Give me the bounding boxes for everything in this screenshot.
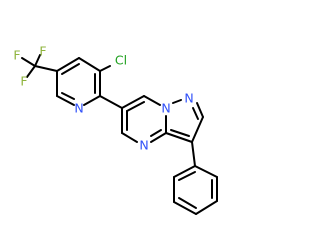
atom-f3: F <box>39 44 46 59</box>
atom-n-pyrazole: N <box>184 91 193 106</box>
bond-c5-c4 <box>56 57 80 72</box>
bond-c3a-n4-inner <box>150 129 162 137</box>
bond-n1-c2-inner <box>192 107 199 120</box>
bond-cf3-ring <box>34 65 58 72</box>
bond-ph-1-2 <box>194 165 218 178</box>
bond-ph-6-1 <box>173 165 196 178</box>
atom-n-bridgehead: N <box>161 101 170 116</box>
bond-c3a-n4 <box>150 132 167 143</box>
bond-n1-c2 <box>196 102 204 118</box>
atom-labels: F F F Cl N N N N <box>13 44 193 153</box>
bond-c-f1 <box>21 57 36 67</box>
bond-c2-c3 <box>191 116 204 143</box>
phenyl-ring <box>173 165 218 215</box>
pyrazole-ring <box>165 99 204 143</box>
bond-c6-c7-inner <box>126 101 145 112</box>
trifluoromethyl-group <box>21 54 58 78</box>
bond-c7-n7a <box>143 95 161 106</box>
bond-ph-3-4 <box>195 200 218 215</box>
bond-c3-c3a <box>165 132 193 143</box>
bond-ph-4-5-inner <box>178 197 197 209</box>
bond-n-c6-inner <box>61 92 75 100</box>
bond-n-c6 <box>56 95 75 106</box>
bond-c-f3 <box>34 54 41 67</box>
bond-n7a-n1 <box>172 99 182 104</box>
bond-c5-c4-inner <box>61 63 80 75</box>
atom-cl: Cl <box>115 53 127 68</box>
bond-ph-6-1-inner <box>178 171 196 181</box>
bond-c2-n <box>83 95 101 106</box>
bond-n4-c5 <box>121 132 138 143</box>
molecule-structure: F F F Cl N N N N <box>13 43 218 215</box>
atom-f1: F <box>13 48 20 63</box>
bond-ph-4-5 <box>173 201 197 215</box>
bond-c4-c3 <box>78 57 101 72</box>
pyrimidine-ring <box>121 95 167 143</box>
bond-biaryl <box>99 95 123 109</box>
bond-c6-c7 <box>121 95 145 109</box>
molecule-drawing: F F F Cl N N N N <box>13 44 218 215</box>
atom-n-pyrimidine: N <box>139 138 148 153</box>
atom-n-pyridine: N <box>74 101 83 116</box>
bond-c-f2 <box>26 65 36 78</box>
pyridine-ring <box>56 57 111 106</box>
bond-c3-cl <box>99 65 111 72</box>
bond-c3-phenyl <box>191 141 196 167</box>
bond-c3-c3a-inner <box>170 129 190 137</box>
atom-f2: F <box>20 74 27 89</box>
